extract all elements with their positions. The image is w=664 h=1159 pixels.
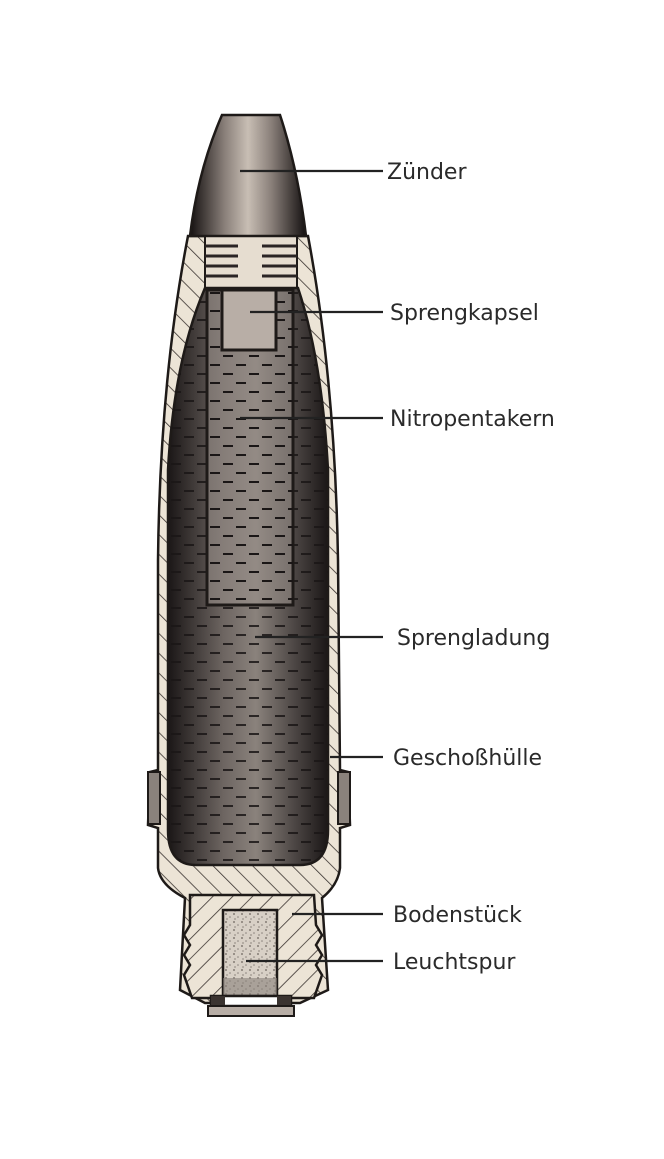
label-geschosshuelle: Geschoßhülle <box>393 746 542 771</box>
label-nitropentakern: Nitropentakern <box>390 407 555 432</box>
label-sprengkapsel: Sprengkapsel <box>390 301 539 326</box>
label-leuchtspur: Leuchtspur <box>393 950 516 975</box>
tracer <box>221 908 279 998</box>
fuze <box>188 113 308 238</box>
base-plate <box>207 994 295 1017</box>
detonator-capsule <box>220 288 278 352</box>
label-sprengladung: Sprengladung <box>397 626 550 651</box>
label-bodenstueck: Bodenstück <box>393 903 522 928</box>
fuze-thread <box>204 235 298 289</box>
label-zuender: Zünder <box>387 160 467 185</box>
